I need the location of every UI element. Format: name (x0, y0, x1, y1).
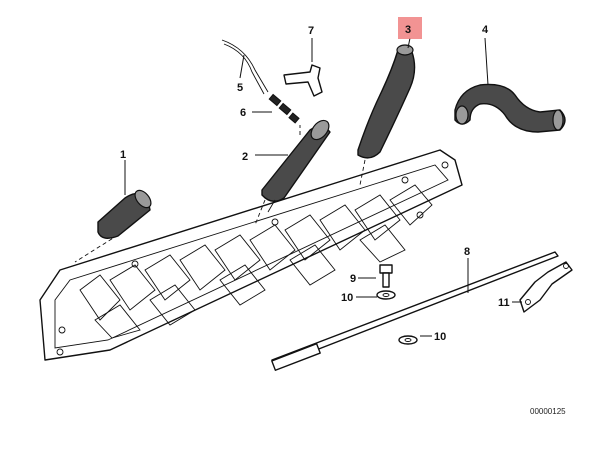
callout-3-highlight (398, 17, 422, 39)
part-10-washer-lower (398, 335, 418, 345)
part-1-elbow-hose (97, 189, 152, 239)
part-10-washer-upper (376, 290, 396, 300)
part-5-thin-tube (221, 39, 269, 95)
callout-3[interactable]: 3 (405, 24, 411, 36)
part-2-straight-hose (261, 119, 331, 213)
callout-1[interactable]: 1 (120, 149, 126, 161)
callout-2[interactable]: 2 (242, 151, 248, 163)
callout-9[interactable]: 9 (350, 273, 356, 285)
callout-6[interactable]: 6 (240, 107, 246, 119)
part-9-bolt (379, 264, 393, 288)
callout-10-upper[interactable]: 10 (341, 292, 353, 304)
part-7-t-piece (283, 64, 323, 97)
assembly-lines (74, 125, 366, 263)
callout-10-lower[interactable]: 10 (434, 331, 446, 343)
part-6-connector (268, 93, 300, 124)
callout-8[interactable]: 8 (464, 246, 470, 258)
part-4-s-hose (454, 83, 566, 133)
leader-lines (124, 37, 522, 337)
part-3-curved-hose (357, 44, 416, 159)
intake-plate (39, 149, 463, 361)
callout-5[interactable]: 5 (237, 82, 243, 94)
callout-11[interactable]: 11 (498, 297, 510, 309)
callout-7[interactable]: 7 (308, 25, 314, 37)
catalog-number: 00000125 (530, 407, 566, 416)
callouts: 1 2 3 4 5 6 7 8 9 10 10 11 (120, 24, 510, 343)
part-8-rod (271, 251, 559, 371)
part-11-bracket (519, 261, 573, 313)
callout-4[interactable]: 4 (482, 24, 489, 36)
